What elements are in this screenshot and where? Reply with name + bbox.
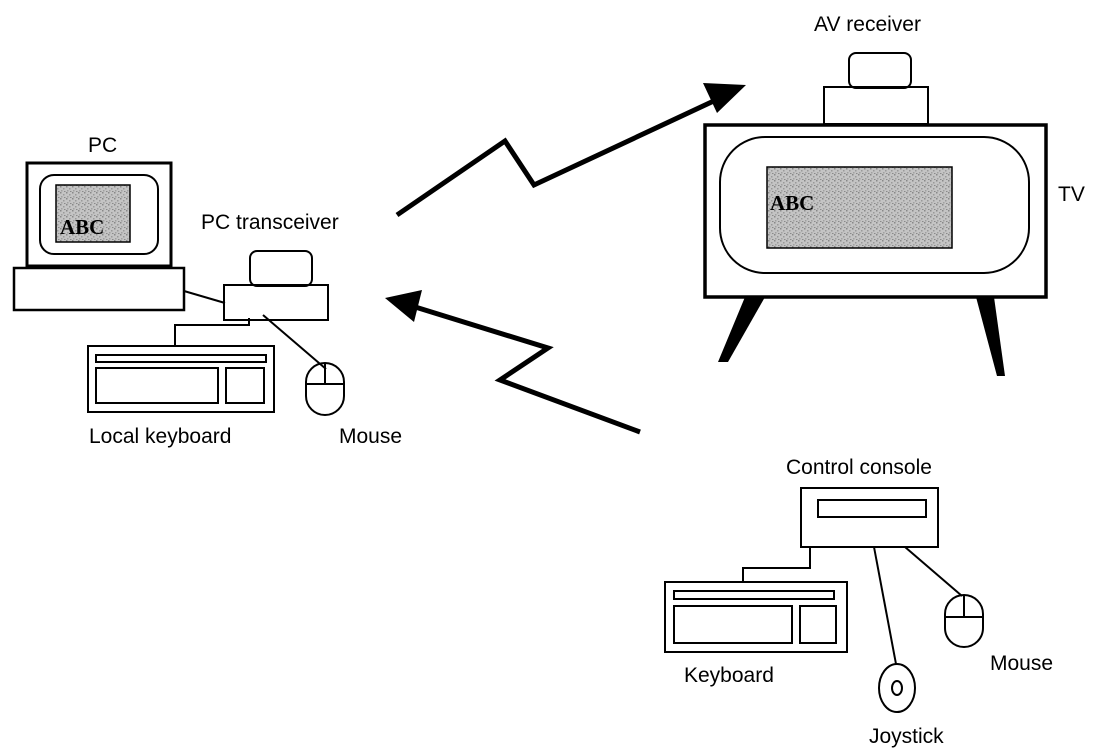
tv bbox=[703, 123, 1048, 376]
joystick-label: Joystick bbox=[869, 725, 944, 748]
local-keyboard-label: Local keyboard bbox=[89, 425, 231, 448]
pc-screen bbox=[55, 184, 131, 243]
pc-transceiver bbox=[223, 250, 329, 321]
arrowhead-pc bbox=[385, 290, 422, 322]
pc-mouse bbox=[305, 362, 345, 416]
console-keyboard bbox=[664, 581, 848, 653]
console-joystick-cable bbox=[873, 546, 897, 665]
console-mouse-label: Mouse bbox=[990, 652, 1053, 675]
av-receiver bbox=[823, 52, 929, 125]
pc-transceiver-cable bbox=[183, 290, 226, 304]
pc-base bbox=[12, 266, 186, 312]
control-console-label: Control console bbox=[786, 456, 932, 479]
tv-label: TV bbox=[1058, 183, 1085, 206]
av-receiver-label: AV receiver bbox=[814, 13, 921, 36]
wireless-link-console-to-pc bbox=[411, 303, 641, 435]
tv-screen-text: ABC bbox=[770, 191, 814, 215]
pc-label: PC bbox=[88, 134, 117, 157]
console-mouse bbox=[944, 594, 984, 648]
tv-screen bbox=[766, 166, 953, 249]
local-keyboard-cable bbox=[174, 318, 250, 346]
arrowhead-av bbox=[703, 83, 746, 113]
console-mouse-cable bbox=[904, 546, 963, 597]
tv-leg-right bbox=[976, 297, 1005, 376]
pc-mouse-label: Mouse bbox=[339, 425, 402, 448]
wireless-link-pc-to-av bbox=[395, 96, 720, 218]
control-console bbox=[800, 487, 939, 548]
local-keyboard bbox=[87, 345, 275, 413]
pc-transceiver-label: PC transceiver bbox=[201, 211, 339, 234]
tv-leg-left bbox=[718, 297, 765, 362]
pc-monitor bbox=[12, 161, 186, 312]
pc-mouse-cable bbox=[262, 314, 327, 370]
console-keyboard-cable bbox=[742, 547, 811, 582]
joystick bbox=[878, 663, 916, 713]
keyboard-label: Keyboard bbox=[684, 664, 774, 687]
pc-screen-text: ABC bbox=[60, 215, 104, 239]
